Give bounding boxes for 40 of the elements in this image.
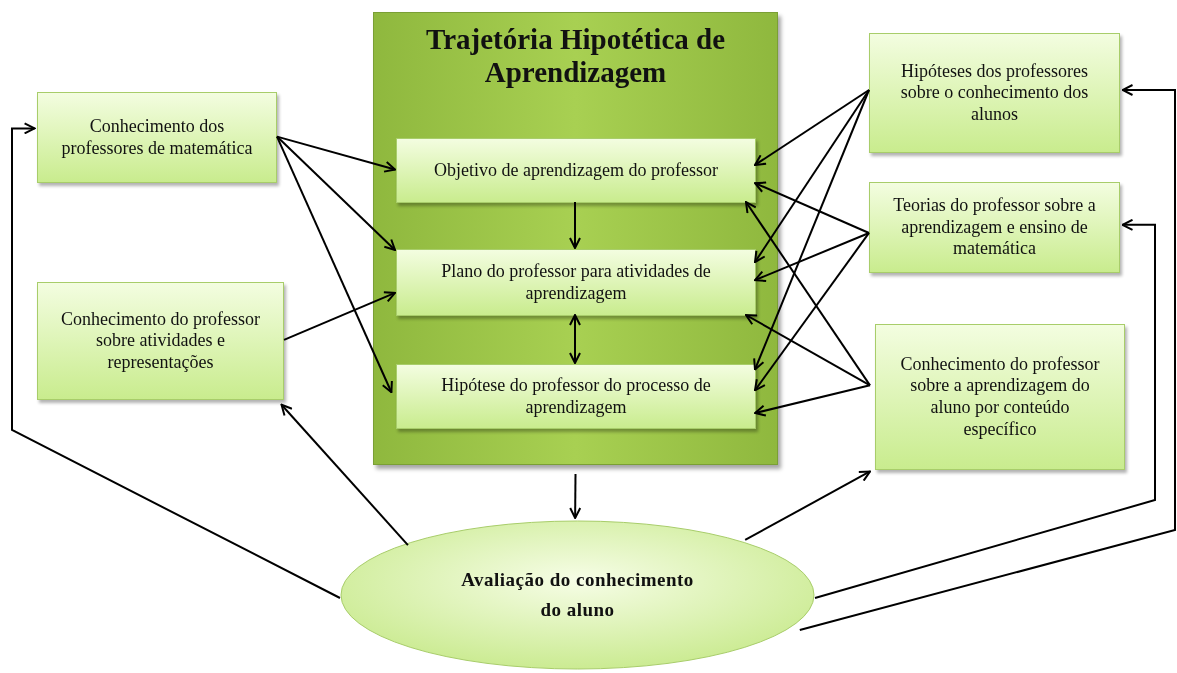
process-box [37, 282, 284, 400]
box-label: Conhecimento do professor sobre a aprendizagem do aluno por conteúdo específico [899, 353, 1101, 441]
process-box [37, 92, 277, 183]
arrow [754, 384, 871, 417]
arrow [11, 122, 341, 599]
box-label: Plano do professor para atividades de aprendizagem [440, 260, 712, 305]
arrow [745, 314, 871, 387]
box-label: Objetivo de aprendizagem do professor [434, 159, 718, 182]
arrow [798, 84, 1176, 631]
arrow [280, 403, 409, 547]
arrow [753, 89, 870, 371]
arrow [754, 89, 870, 264]
process-box [869, 182, 1120, 273]
panel-title: Trajetória Hipotética de Aprendizagem [424, 23, 726, 90]
arrow [754, 231, 870, 282]
arrow [754, 89, 870, 166]
process-box [869, 33, 1120, 153]
arrow [754, 231, 870, 392]
arrow [569, 201, 581, 249]
group-panel [373, 12, 778, 465]
arrow [745, 201, 871, 387]
process-box [396, 364, 756, 429]
box-label: Hipóteses dos professores sobre o conhecimento dos alunos [899, 60, 1090, 126]
arrow [276, 135, 393, 394]
arrow [744, 470, 871, 541]
process-box [396, 249, 756, 316]
arrow [569, 473, 582, 519]
box-label: Hipótese do professor do processo de aprendizagem [440, 374, 712, 419]
arrow [276, 135, 396, 251]
process-box [875, 324, 1125, 470]
box-label: Conhecimento dos professores de matemática [60, 115, 254, 160]
process-box [396, 138, 756, 203]
arrow [283, 291, 396, 341]
arrow [814, 218, 1156, 599]
box-label: Conhecimento do professor sobre atividades e representações [60, 308, 261, 374]
box-label: Teorias do professor sobre a aprendizagem e ensino de matemática [892, 195, 1097, 260]
arrow [276, 135, 396, 173]
ellipse-label: Avaliação do conhecimento do aluno [460, 567, 695, 622]
arrow [754, 181, 870, 234]
arrow [569, 314, 581, 364]
